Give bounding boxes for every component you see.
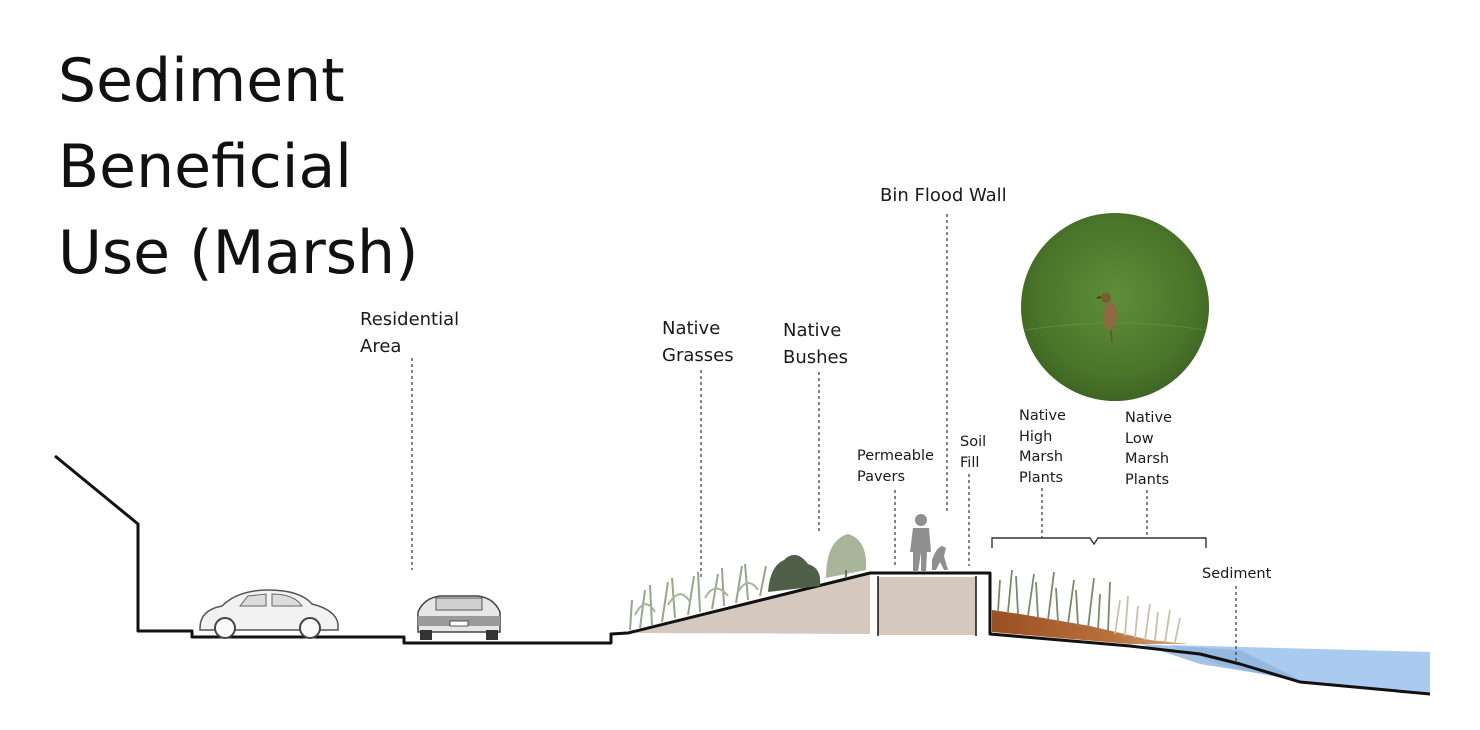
leader-lines — [411, 214, 1237, 664]
marsh-brackets — [991, 537, 1207, 548]
permeable-pavers-block — [878, 577, 976, 635]
marsh-plants-vegetation — [997, 569, 1181, 643]
ground-profile-line — [54, 454, 1431, 696]
diagram-title: Sediment Beneficial Use (Marsh) — [58, 38, 418, 296]
title-line-2: Beneficial — [58, 132, 352, 202]
title-line-3: Use (Marsh) — [58, 218, 419, 288]
native-bushes-vegetation — [768, 534, 867, 592]
native-grasses-vegetation — [629, 563, 767, 631]
person-with-dog-icon — [910, 514, 948, 572]
label-bin-flood-wall: Bin Flood Wall — [880, 185, 1007, 206]
marsh-soil — [992, 610, 1190, 644]
bird-photo-icon — [1021, 213, 1209, 401]
car-sedan-icon — [417, 595, 501, 640]
car-beetle-icon — [199, 589, 339, 639]
label-sediment: Sediment — [1202, 566, 1272, 582]
title-line-1: Sediment — [58, 46, 345, 116]
